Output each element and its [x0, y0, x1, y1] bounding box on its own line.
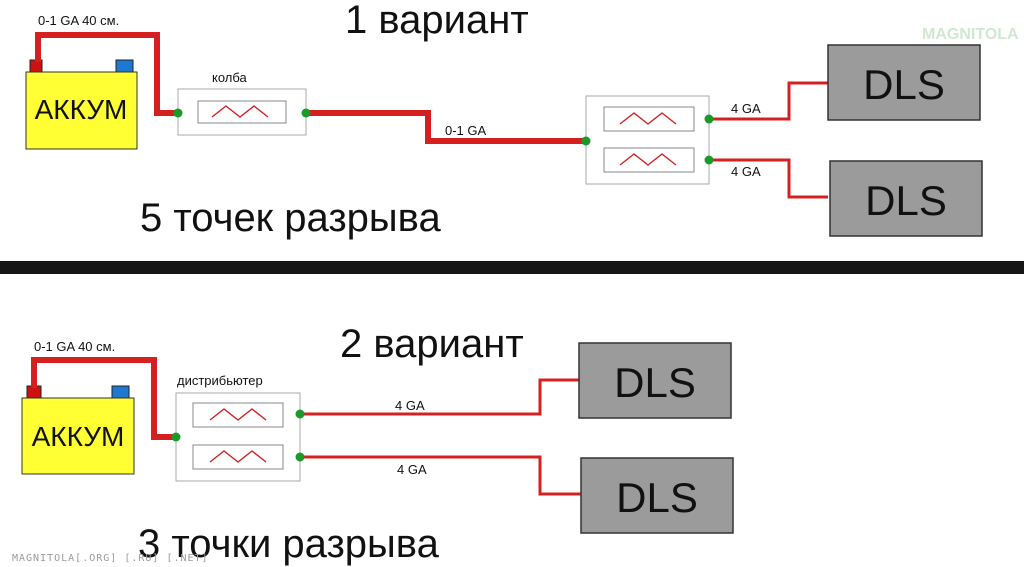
variant2-fuse-1-icon	[209, 408, 267, 421]
variant1-output-label-1: 4 GA	[731, 101, 761, 116]
variant2-output-label-2: 4 GA	[397, 462, 427, 477]
variant1-node	[173, 108, 183, 118]
variant1-flask-label: колба	[212, 70, 248, 85]
variant2-amplifier-2: DLS	[580, 457, 734, 534]
variant2-amplifier-1-body	[578, 342, 732, 419]
variant1-amplifier-1: DLS	[827, 44, 981, 121]
variant1-flask-fuse	[197, 100, 287, 124]
variant1-distributor	[585, 95, 710, 185]
site-logo: MAGNITOLA	[922, 26, 1019, 43]
variant2-output-wire-2	[300, 455, 581, 496]
variant1-battery-label: АККУМ	[35, 94, 128, 125]
variant1-main-wire	[306, 110, 586, 144]
variant2-battery-body	[21, 397, 135, 475]
section-separator	[0, 261, 1024, 274]
variant1-amplifier-1-label: DLS	[863, 61, 945, 108]
variant1-fuse-2	[603, 147, 695, 173]
variant2-amplifier-2-label: DLS	[616, 474, 698, 521]
variant2-output-label-1: 4 GA	[395, 398, 425, 413]
variant1-amplifier-2: DLS	[829, 160, 983, 237]
variant1-mid-wire-label: 0-1 GA	[445, 123, 487, 138]
variant2-fuse-1	[192, 402, 284, 428]
variant2-battery-label: АККУМ	[32, 421, 125, 452]
variant2-title: 2 вариант	[340, 322, 524, 366]
variant2-node	[171, 432, 181, 442]
variant1-node	[301, 108, 311, 118]
variant2-fuse-2	[192, 444, 284, 470]
variant1-flask: колба	[177, 70, 307, 136]
variant1-output-label-2: 4 GA	[731, 164, 761, 179]
variant1-battery: АККУМ	[25, 59, 138, 150]
watermark: MAGNITOLA[.ORG] [.RU] [.NET]	[12, 553, 209, 564]
variant2-break-points: 3 точки разрыва	[138, 522, 440, 566]
variant1-amplifier-2-body	[829, 160, 983, 237]
variant2-output-wire-1	[300, 378, 579, 416]
variant1-fuse-2-icon	[619, 153, 677, 166]
variant2-battery: АККУМ	[21, 385, 135, 475]
variant1-amplifier-2-label: DLS	[865, 177, 947, 224]
variant1-node	[704, 114, 714, 124]
variant2-distributor-label: дистрибьютер	[177, 373, 263, 388]
variant2-distributor: дистрибьютер	[175, 373, 301, 482]
variant1-node	[704, 155, 714, 165]
variant1-fuse-1-icon	[619, 112, 677, 125]
variant1-battery-minus-terminal	[115, 59, 134, 74]
variant1-flask-fuse-icon	[211, 105, 269, 118]
variant1-power-wire	[35, 32, 178, 116]
variant1-node	[581, 136, 591, 146]
variant1-title: 1 вариант	[345, 0, 529, 42]
variant1-break-points: 5 точек разрыва	[140, 196, 441, 240]
variant1-battery-body	[25, 71, 138, 150]
variant2-power-wire	[31, 357, 176, 440]
variant2-amplifier-1-label: DLS	[614, 359, 696, 406]
variant2-battery-minus-terminal	[111, 385, 130, 400]
variant1-wire-spec: 0-1 GA 40 см.	[38, 13, 119, 28]
variant2-wire-spec: 0-1 GA 40 см.	[34, 339, 115, 354]
variant1-amplifier-1-body	[827, 44, 981, 121]
variant1-fuse-1	[603, 106, 695, 132]
variant1-output-wire-1	[709, 81, 828, 121]
variant2-node	[295, 452, 305, 462]
variant1-output-wire-2	[709, 158, 828, 199]
variant2-node	[295, 409, 305, 419]
variant2-fuse-2-icon	[209, 450, 267, 463]
variant2-amplifier-1: DLS	[578, 342, 732, 419]
variant2-amplifier-2-body	[580, 457, 734, 534]
